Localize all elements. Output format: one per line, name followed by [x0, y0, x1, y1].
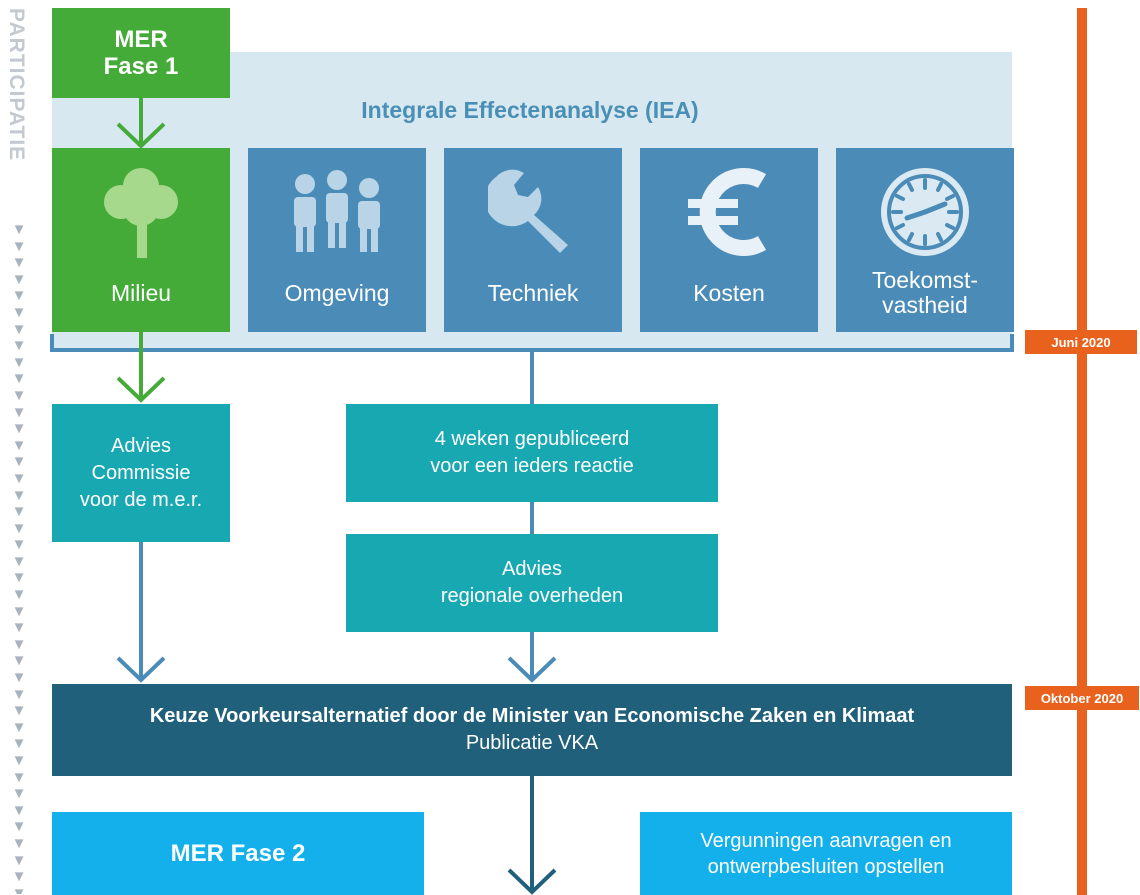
- category-label: Techniek: [487, 279, 579, 306]
- publicatie-line2: voor een ieders reactie: [430, 455, 634, 477]
- mer-fase1-line2: Fase 1: [103, 53, 179, 80]
- category-toekomstvastheid: Toekomst- vastheid: [836, 148, 1014, 332]
- category-label-line2: vastheid: [882, 292, 968, 318]
- vergunningen-line1: Vergunningen aanvragen en: [700, 829, 952, 852]
- timeline-bar: [1077, 8, 1087, 895]
- publicatie-box: 4 weken gepubliceerd voor een ieders rea…: [346, 404, 718, 502]
- mer-fase2-label: MER Fase 2: [170, 839, 306, 867]
- category-omgeving: Omgeving: [248, 148, 426, 332]
- people-icon: [248, 162, 426, 262]
- advies-commissie-line1: Advies: [110, 434, 172, 457]
- category-techniek: Techniek: [444, 148, 622, 332]
- keuze-subtitle: Publicatie VKA: [465, 732, 599, 754]
- tree-icon: [52, 162, 230, 262]
- advies-commissie-line3: voor de m.e.r.: [79, 488, 203, 511]
- mer-fase1-line1: MER: [114, 26, 168, 53]
- category-label: Omgeving: [284, 279, 390, 306]
- category-kosten: Kosten: [640, 148, 818, 332]
- advies-commissie-box: Advies Commissie voor de m.e.r.: [52, 404, 230, 542]
- advies-regionaal-box: Advies regionale overheden: [346, 534, 718, 632]
- mer-fase2-box: MER Fase 2: [52, 812, 424, 895]
- timeline-label-juni: Juni 2020: [1025, 330, 1137, 354]
- vergunningen-line2: ontwerpbesluiten opstellen: [707, 855, 945, 878]
- participatie-arrows: ▼▼▼▼▼▼▼▼▼▼▼▼▼▼▼▼▼▼▼▼▼▼▼▼▼▼▼▼▼▼▼▼▼▼▼▼▼▼▼▼…: [11, 222, 27, 894]
- advies-regionaal-line2: regionale overheden: [440, 585, 624, 607]
- vergunningen-box: Vergunningen aanvragen en ontwerpbesluit…: [640, 812, 1012, 895]
- advies-regionaal-line1: Advies: [501, 558, 563, 580]
- advies-commissie-line2: Commissie: [91, 461, 191, 484]
- timeline-label-oktober: Oktober 2020: [1025, 686, 1139, 710]
- category-label: Milieu: [110, 279, 172, 306]
- euro-icon: [640, 162, 818, 262]
- mer-fase1-box: MER Fase 1: [52, 8, 230, 98]
- category-label-line1: Toekomst-: [871, 267, 979, 293]
- participatie-label: PARTICIPATIE: [5, 8, 28, 162]
- clock-icon: [836, 162, 1014, 262]
- keuze-box: Keuze Voorkeursalternatief door de Minis…: [52, 684, 1012, 776]
- category-label: Kosten: [693, 279, 765, 306]
- publicatie-line1: 4 weken gepubliceerd: [434, 428, 630, 450]
- category-milieu: Milieu: [52, 148, 230, 332]
- wrench-icon: [444, 162, 622, 262]
- iea-title: Integrale Effectenanalyse (IEA): [361, 96, 699, 123]
- category-label: Toekomst- vastheid: [836, 266, 1014, 320]
- keuze-title: Keuze Voorkeursalternatief door de Minis…: [149, 705, 915, 727]
